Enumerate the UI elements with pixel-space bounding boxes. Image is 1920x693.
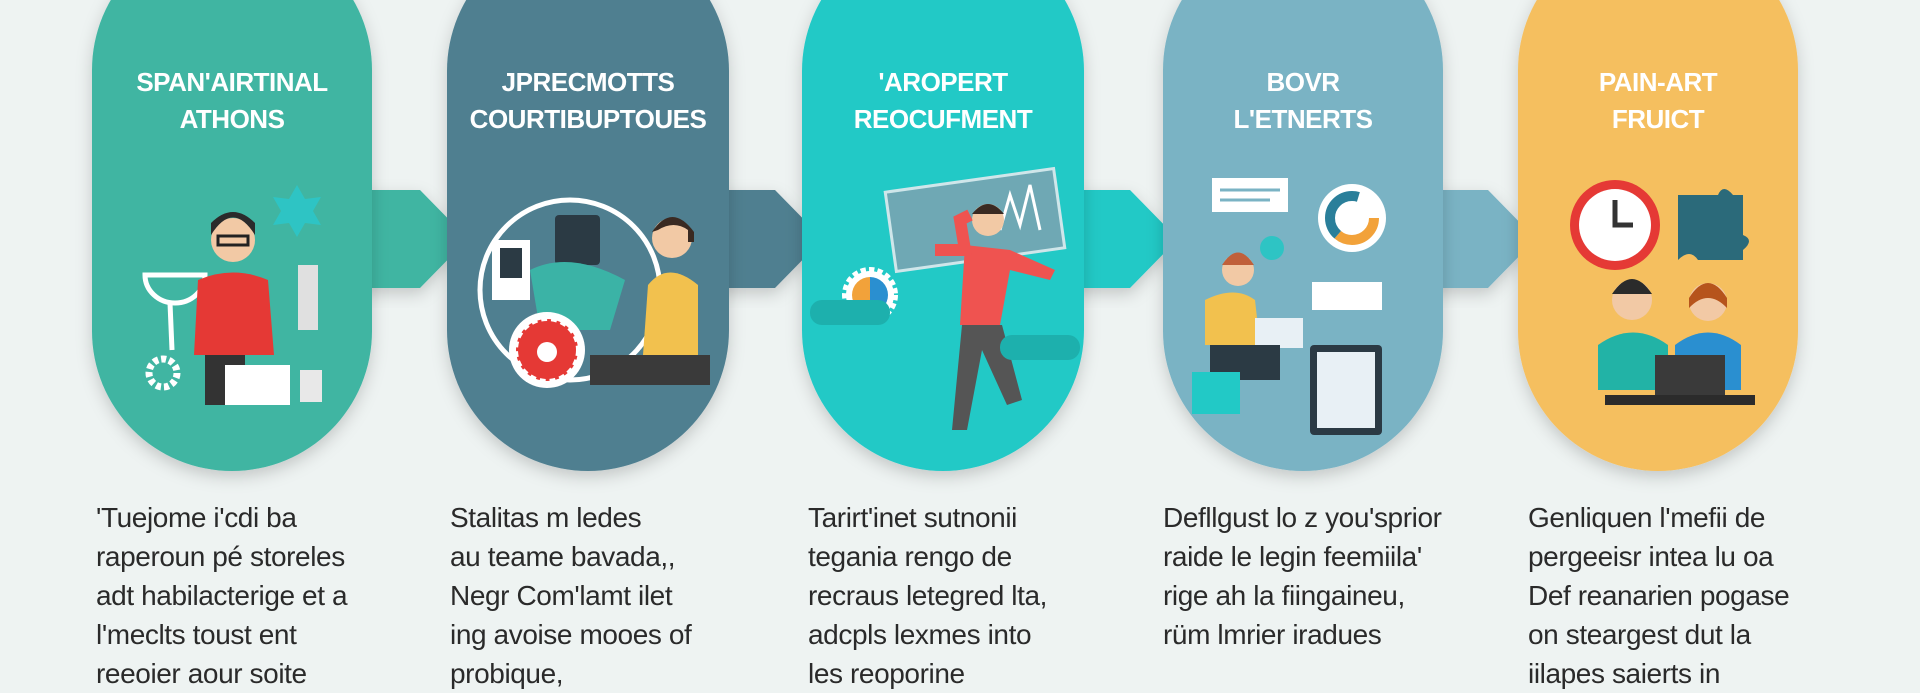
laptop-icon <box>225 365 290 405</box>
star-icon <box>273 185 321 237</box>
person-body <box>1598 332 1668 390</box>
person-body <box>1205 292 1260 345</box>
tablet-icon <box>555 215 600 265</box>
person-body <box>194 272 274 355</box>
laptop-icon <box>1655 355 1725 395</box>
step-4-illustration <box>1192 178 1386 435</box>
person-head <box>211 218 255 262</box>
arrow-3-4 <box>1070 190 1178 288</box>
arrow-2-3 <box>715 190 823 288</box>
laptop-icon <box>1255 318 1303 348</box>
arrow-4-5 <box>1428 190 1536 288</box>
gear-icon <box>1260 236 1284 260</box>
step-3-illustration <box>810 166 1080 430</box>
arrow-1-2 <box>360 190 468 288</box>
person-head <box>652 218 692 258</box>
step-2-illustration <box>477 197 710 388</box>
step-1-illustration <box>142 185 322 405</box>
person-body <box>643 272 698 355</box>
puzzle-icon <box>1678 189 1749 260</box>
step-5-illustration <box>1570 180 1755 405</box>
person-body <box>960 245 1055 325</box>
gear-icon <box>145 355 181 391</box>
document-card <box>1212 178 1288 212</box>
